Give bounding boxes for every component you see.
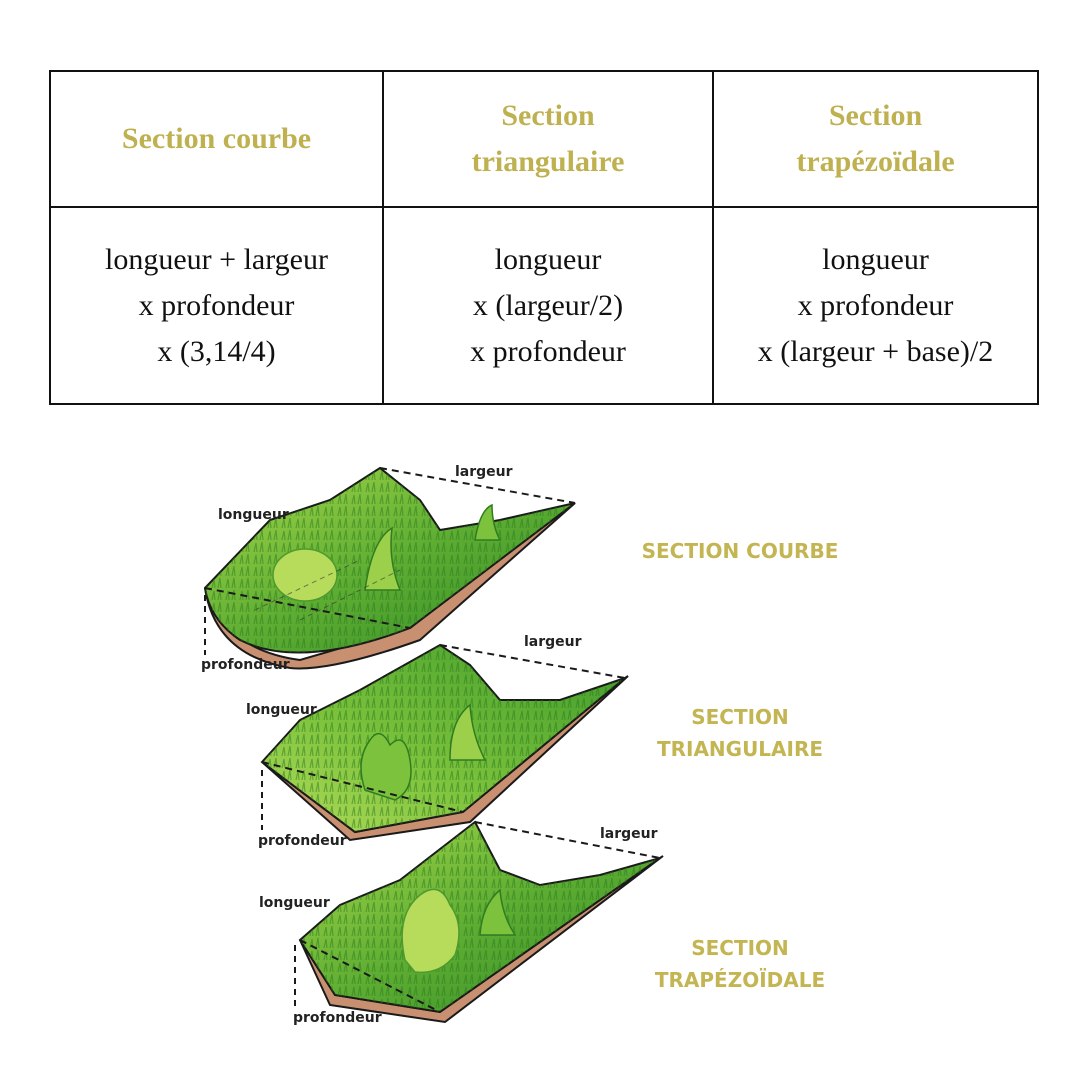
- header-cell-courbe: Section courbe: [49, 70, 384, 208]
- header-triangulaire: Section triangulaire: [471, 99, 625, 178]
- formula-table: Section courbe Section triangulaire Sect…: [49, 70, 1039, 405]
- width-label-1: largeur: [455, 464, 513, 480]
- length-label-2: longueur: [246, 702, 317, 718]
- header-cell-triangulaire: Section triangulaire: [382, 70, 714, 208]
- width-label-2: largeur: [524, 634, 582, 650]
- trapezoidal-section-drawing: [294, 820, 664, 1024]
- ditch-sections-illustration: largeur longueur profondeur largeur long…: [201, 464, 664, 1026]
- length-label-3: longueur: [259, 895, 330, 911]
- depth-label-1: profondeur: [201, 657, 290, 673]
- formula-triangulaire: longueur x (largeur/2) x profondeur: [470, 242, 626, 368]
- width-label-3: largeur: [600, 826, 658, 842]
- formula-trapezoidale: longueur x profondeur x (largeur + base)…: [757, 242, 994, 368]
- formula-cell-courbe: longueur + largeur x profondeur x (3,14/…: [49, 206, 384, 405]
- header-cell-trapezoidale: Section trapézoïdale: [712, 70, 1039, 208]
- section-label-triangulaire: SECTION TRIANGULAIRE: [656, 705, 824, 761]
- formula-courbe: longueur + largeur x profondeur x (3,14/…: [105, 242, 328, 368]
- curved-section-drawing: [203, 466, 576, 670]
- formula-cell-trapezoidale: longueur x profondeur x (largeur + base)…: [712, 206, 1039, 405]
- formula-cell-triangulaire: longueur x (largeur/2) x profondeur: [382, 206, 714, 405]
- table-formula-row: longueur + largeur x profondeur x (3,14/…: [49, 206, 1039, 405]
- section-label-trapezoidale: SECTION TRAPÉZOÏDALE: [654, 936, 826, 992]
- depth-label-3: profondeur: [293, 1010, 382, 1026]
- depth-label-2: profondeur: [258, 833, 347, 849]
- table-header-row: Section courbe Section triangulaire Sect…: [49, 70, 1039, 208]
- header-trapezoidale: Section trapézoïdale: [796, 99, 955, 178]
- section-label-courbe: SECTION COURBE: [641, 539, 839, 563]
- header-courbe: Section courbe: [121, 122, 312, 155]
- triangular-section-drawing: [260, 643, 629, 842]
- length-label-1: longueur: [218, 507, 289, 523]
